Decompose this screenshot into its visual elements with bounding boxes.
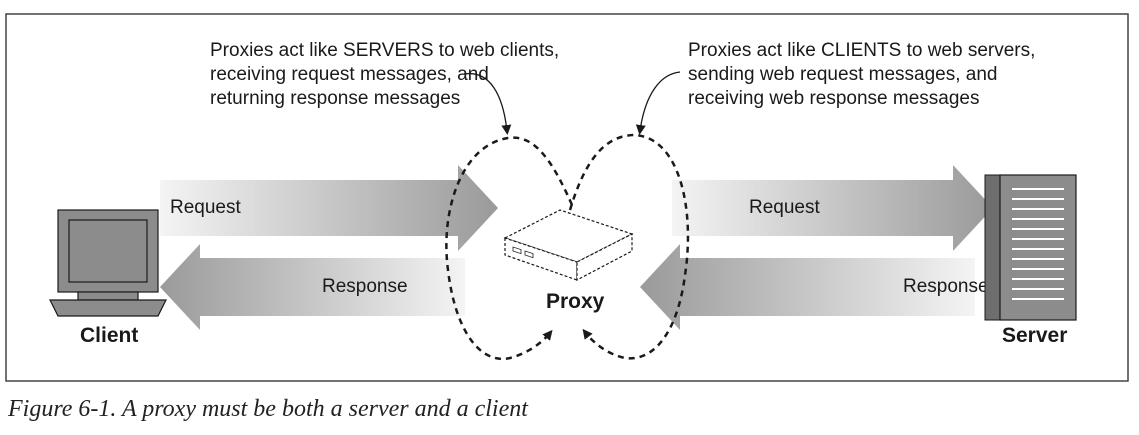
right-response-arrow	[640, 244, 975, 330]
left-callout-line2: receiving request messages, and	[210, 64, 489, 85]
figure-frame	[5, 13, 1129, 382]
server-tower-icon	[984, 174, 1077, 321]
server-label: Server	[1002, 324, 1067, 347]
client-label: Client	[80, 324, 138, 347]
right-response-label: Response	[903, 276, 989, 297]
right-request-label: Request	[749, 197, 820, 218]
right-callout-line1: Proxies act like CLIENTS to web servers,	[688, 40, 1035, 61]
left-request-label: Request	[170, 197, 241, 218]
left-callout-line3: returning response messages	[210, 88, 460, 109]
proxy-label: Proxy	[546, 290, 605, 313]
figure-caption: Figure 6-1. A proxy must be both a serve…	[7, 396, 529, 422]
right-callout-leader	[635, 71, 681, 135]
left-callout-line1: Proxies act like SERVERS to web clients,	[210, 40, 559, 61]
server-role-loop	[445, 136, 574, 361]
client-role-loop	[568, 133, 690, 360]
left-request-arrow	[160, 165, 498, 251]
right-request-arrow	[672, 165, 993, 251]
proxy-box-icon	[503, 209, 634, 281]
right-callout-line3: receiving web response messages	[688, 88, 980, 109]
left-callout-leader	[463, 73, 512, 135]
right-callout-line2: sending web request messages, and	[688, 64, 997, 85]
computer-monitor-icon	[49, 209, 167, 317]
left-response-label: Response	[322, 276, 408, 297]
left-response-arrow	[160, 244, 465, 330]
